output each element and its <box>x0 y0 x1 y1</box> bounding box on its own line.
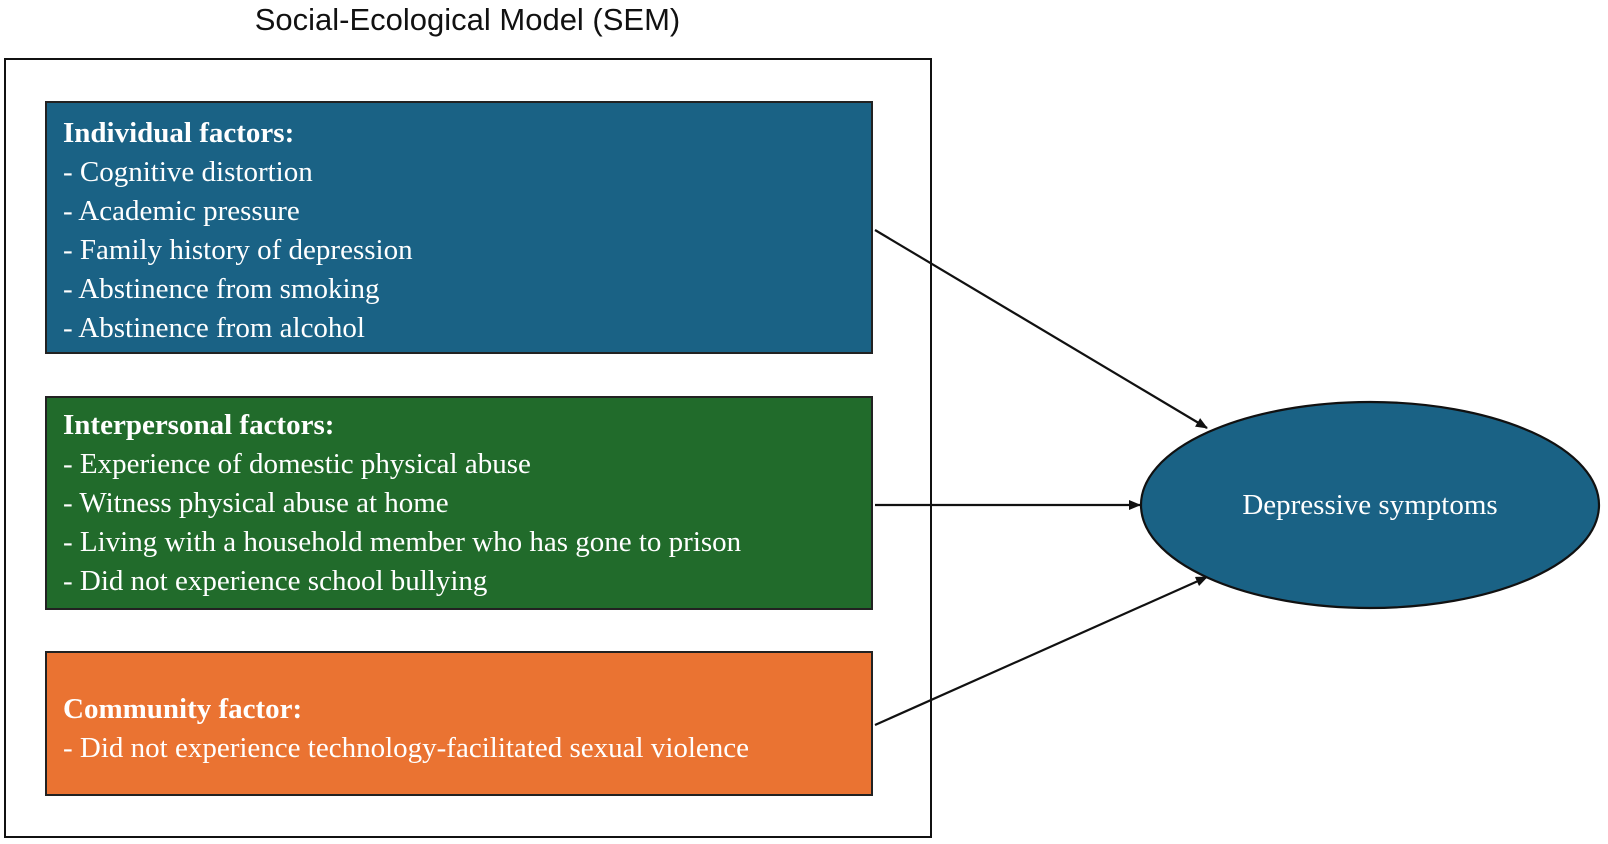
interpersonal-factors-box: Interpersonal factors: - Experience of d… <box>45 396 873 610</box>
outcome-ellipse <box>1139 400 1601 610</box>
community-factor-list: - Did not experience technology-facilita… <box>63 729 871 768</box>
individual-factor-item: - Abstinence from alcohol <box>63 312 365 344</box>
individual-factor-item: - Academic pressure <box>63 195 300 227</box>
individual-factor-item: - Abstinence from smoking <box>63 273 380 305</box>
interpersonal-factors-list: - Experience of domestic physical abuse … <box>63 445 871 601</box>
community-factor-item: - Did not experience technology-facilita… <box>63 732 750 764</box>
interpersonal-factor-item: - Experience of domestic physical abuse <box>63 448 531 480</box>
diagram-title: Social-Ecological Model (SEM) <box>254 2 681 37</box>
community-factor-box: Community factor: - Did not experience t… <box>45 651 873 796</box>
interpersonal-factors-heading: Interpersonal factors: <box>63 409 335 441</box>
individual-factors-heading: Individual factors: <box>63 117 295 149</box>
individual-factor-item: - Cognitive distortion <box>63 156 313 188</box>
individual-factors-box: Individual factors: - Cognitive distorti… <box>45 101 873 354</box>
interpersonal-factor-item: - Witness physical abuse at home <box>63 487 449 519</box>
community-factor-heading: Community factor: <box>63 693 303 725</box>
individual-factors-list: - Cognitive distortion - Academic pressu… <box>63 153 871 348</box>
sem-frame <box>4 58 932 838</box>
arrow-individual-to-outcome <box>874 229 1208 429</box>
arrow-community-to-outcome <box>874 575 1208 727</box>
interpersonal-factor-item: - Living with a household member who has… <box>63 526 742 558</box>
individual-factor-item: - Family history of depression <box>63 234 413 266</box>
outcome-label: Depressive symptoms <box>1242 489 1498 521</box>
interpersonal-factor-item: - Did not experience school bullying <box>63 565 488 597</box>
